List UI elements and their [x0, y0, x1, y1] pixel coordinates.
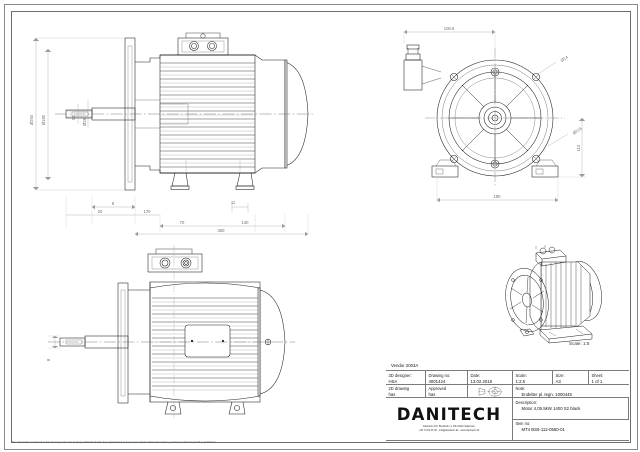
cell-item-no: Item no: MT4 BS6-112-0550-01: [513, 420, 629, 441]
dim-31: 31: [71, 115, 76, 120]
label-date: Date:: [470, 372, 481, 378]
side-section-view: [55, 32, 315, 191]
title-block-row-1: 3D designer: HSA Drawing no: 4001424 Dat…: [386, 371, 629, 385]
copyright-footer-note: The information contained in this drawin…: [12, 441, 217, 444]
dim-170: 170: [144, 209, 152, 214]
value-size: A3: [555, 378, 561, 384]
value-3d-designer: HSA: [388, 378, 398, 384]
title-block-row-2: 2D drawing has Approved has: [386, 384, 629, 398]
side-view-dimension-labels: Ø250 Ø180 31 Ø28 8 20 170 70 140 350 11: [29, 114, 249, 233]
dim-d28: Ø28: [82, 117, 87, 126]
value-approved: has: [428, 392, 436, 398]
cell-drawing-no: Drawing no: 4001424: [426, 371, 468, 385]
vendor-value: Vendor 2003A: [391, 363, 419, 368]
title-block: Vendor 2003A 3D designer: HSA Drawing no…: [386, 360, 629, 441]
dim-190: 190: [494, 194, 502, 199]
dim-d215: Ø215: [572, 125, 584, 135]
front-view-dimensions: [403, 29, 586, 203]
value-item-no: MT4 BS6-112-0550-01: [521, 427, 565, 433]
dim-8: 8: [112, 201, 115, 206]
value-description: Motor 4,05.5kW 1400 S2 black: [521, 405, 581, 411]
label-description: Description:: [515, 399, 538, 405]
value-2d-drawing: has: [388, 392, 396, 398]
sheet-border-outer: [4, 4, 638, 450]
label-sheet: Sheet:: [591, 372, 604, 378]
label-note: Note:: [515, 386, 526, 391]
dim-d180: Ø180: [41, 114, 46, 125]
iso-scale-label: Scale: 1:5: [569, 341, 590, 346]
danitech-logo: DANITECH: [396, 405, 502, 425]
bottom-view-dimensions: [48, 335, 60, 349]
dim-8-bottom: 8: [46, 358, 51, 361]
cell-2d-drawing: 2D drawing has: [386, 384, 426, 398]
value-date: 13.02.2018: [470, 378, 493, 384]
front-view-dimension-labels: 108.5 Ø14 Ø215 112 190: [444, 26, 584, 199]
dim-350: 350: [218, 228, 226, 233]
cell-scale: Scale: 1:2.5: [513, 371, 553, 385]
vendor-row: Vendor 2003A: [386, 360, 629, 371]
cell-note: Note: Endelter pl. tegn. 1000445: [513, 385, 629, 398]
value-note: Endelter pl. tegn. 1000445: [521, 392, 572, 398]
dim-70: 70: [180, 220, 185, 225]
cell-sheet: Sheet: 1 of 1: [589, 371, 629, 385]
label-scale: Scale:: [515, 372, 527, 378]
sheet-border-inner: [11, 11, 631, 443]
side-view-dimensions: [32, 37, 309, 237]
dim-11: 11: [231, 200, 236, 205]
cell-size: Size: A3: [553, 371, 589, 385]
cell-3d-designer: 3D designer: HSA: [386, 371, 426, 385]
dim-d14: Ø14: [559, 54, 569, 63]
bottom-section-view: [48, 245, 295, 418]
label-2d-drawing: 2D drawing: [388, 386, 410, 391]
dim-108-5: 108.5: [444, 26, 455, 31]
dim-112: 112: [576, 144, 581, 151]
dim-140: 140: [242, 220, 250, 225]
projection-symbol-cell: [468, 384, 513, 398]
label-item-no: Item no:: [515, 421, 531, 426]
value-scale: 1:2.5: [515, 378, 526, 384]
value-drawing-no: 4001424: [428, 378, 446, 384]
title-block-row-3: DANITECH Danitech A/S, Bredholm 4, DK-61…: [386, 398, 629, 441]
company-address-line-1: Danitech A/S, Bredholm 4, DK-6100 Haders…: [423, 425, 475, 429]
label-drawing-no: Drawing no:: [428, 372, 451, 378]
cell-description: Description: Motor 4,05.5kW 1400 S2 blac…: [513, 398, 629, 420]
first-angle-projection-icon: [478, 386, 503, 397]
isometric-view: [505, 245, 602, 344]
cell-date: Date: 13.02.2018: [468, 371, 513, 385]
label-3d-designer: 3D designer:: [388, 372, 412, 378]
dim-d250: Ø250: [29, 114, 34, 125]
label-approved: Approved: [428, 386, 447, 391]
company-address-line-2: +45 74 54 23 00 . info@danitech.dk . www…: [418, 428, 480, 432]
front-end-view: [403, 44, 565, 186]
company-logo-cell: DANITECH Danitech A/S, Bredholm 4, DK-61…: [386, 398, 513, 441]
cell-approved: Approved has: [426, 384, 468, 398]
dim-20: 20: [98, 209, 103, 214]
label-size: Size:: [555, 372, 565, 378]
value-sheet: 1 of 1: [591, 378, 603, 384]
